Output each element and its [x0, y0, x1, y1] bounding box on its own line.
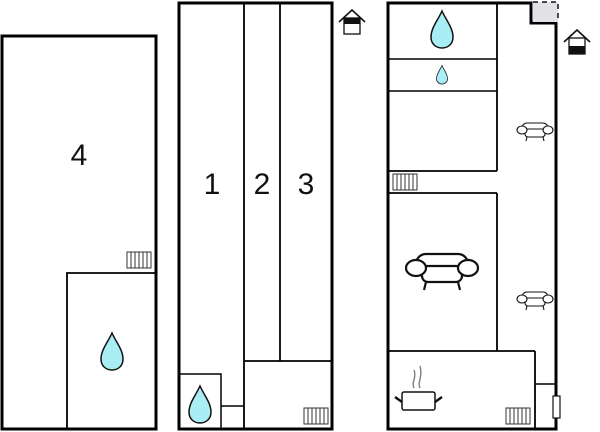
right-floor	[386, 1, 591, 431]
middle-floor	[177, 1, 366, 431]
room-3-label: 3	[297, 168, 315, 201]
left-floor	[0, 34, 158, 431]
balcony-area	[533, 2, 558, 22]
left-outer-wall	[0, 34, 158, 431]
room-1-label: 1	[203, 168, 221, 201]
radiator-icon	[126, 251, 152, 269]
door-icon	[552, 395, 561, 419]
room-4-label: 4	[70, 139, 88, 172]
cooking-pot-icon	[394, 365, 443, 411]
bathroom-middle-wall	[179, 373, 222, 429]
radiator-icon	[392, 173, 418, 191]
balcony-dashed-edge	[533, 1, 559, 22]
right-outer-wall	[386, 1, 558, 431]
left-bathroom-wall	[66, 272, 156, 429]
room-2-label: 2	[253, 168, 271, 201]
radiator-icon	[505, 407, 531, 425]
radiator-icon	[303, 407, 329, 425]
middle-outer-wall	[177, 1, 334, 431]
entrance-marker	[344, 18, 360, 24]
entrance-marker	[569, 46, 585, 54]
